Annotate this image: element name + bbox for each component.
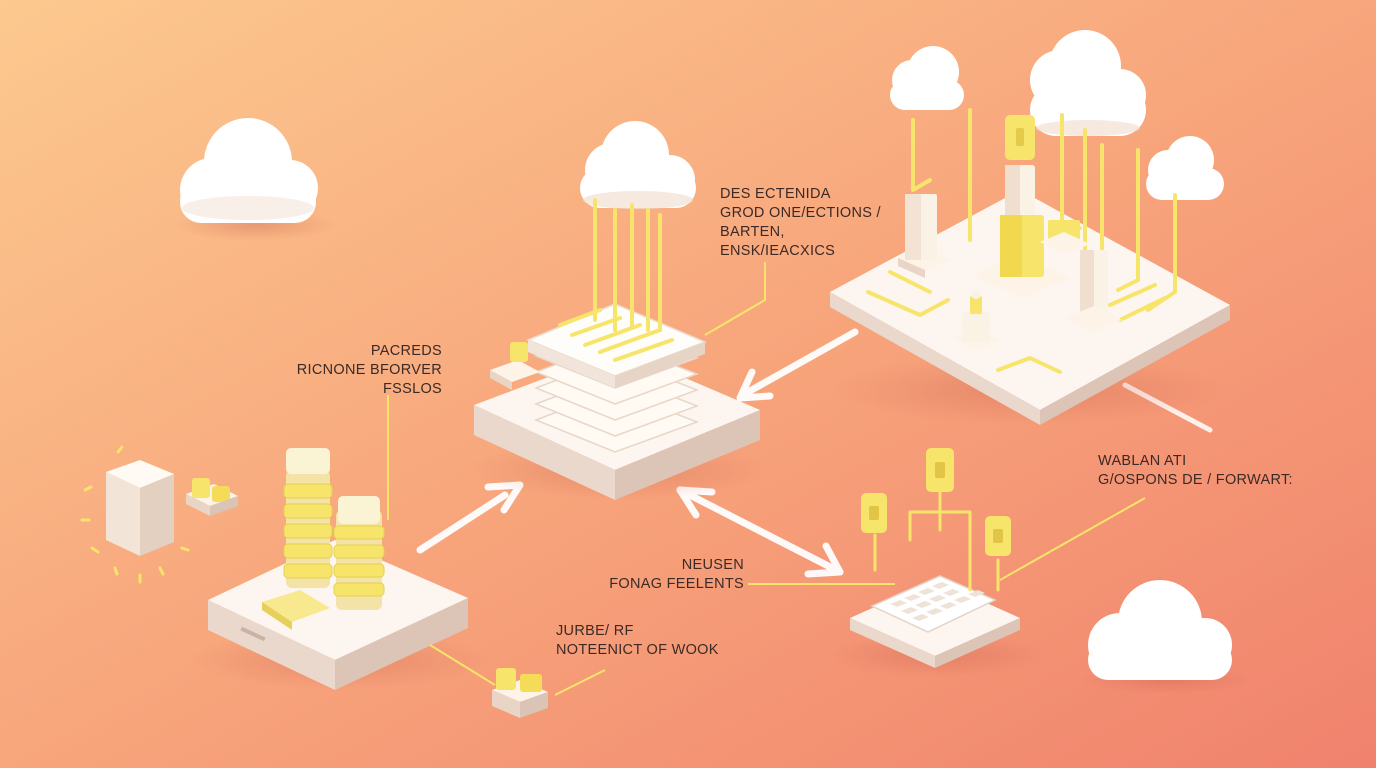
label-line: WABLAN ATI [1098,453,1187,469]
database-platform [190,540,490,690]
connector-node-icon [186,478,238,516]
keyboard-icon [870,575,997,633]
cloud-icon [890,46,964,110]
label-right-middle: WABLAN ATI G/OSPONS DE / FORWART: [1098,452,1293,490]
label-line: NEUSEN [681,557,744,573]
cloud-icon [175,118,335,241]
building-icon [1064,250,1122,332]
building-icon [1040,220,1090,254]
label-line: FSSLOS [382,380,442,397]
label-left-middle: PACREDS RICNONE BFORVER FSSLOS [270,342,442,399]
label-line: G/OSPONS DE / FORWART: [1098,471,1293,488]
building-icon [972,115,1070,298]
label-line: FONAG FEELENTS [609,575,744,592]
label-line: BARTEN, [720,223,785,240]
label-bottom-left: JURBE/ RF NOTEENICT OF WOOK [556,622,719,660]
connector-node-icon [985,516,1011,556]
cloud-icon [580,121,696,209]
database-tower-icon [333,496,385,610]
label-line: JURBE/ RF [556,623,634,639]
leader-lines [387,262,1146,696]
building-icon [898,194,952,278]
label-line: NOTEENICT OF WOOK [556,641,719,658]
connector-node-icon [861,493,887,533]
connector-node-icon [492,668,548,718]
label-center-bottom: NEUSEN FONAG FEELENTS [592,556,744,594]
cloud-icon [1146,136,1224,200]
label-top-center: DES ECTENIDA GROD ONE/ECTIONS / BARTEN, … [720,185,881,260]
connector-node-icon [490,342,540,390]
server-stack-icon [526,303,708,453]
connector-node-icon [926,448,954,492]
label-line: DES ECTENIDA [720,186,831,202]
arrow-icon [736,328,859,402]
power-plug-icon [80,445,190,584]
database-tower-icon [283,448,333,588]
building-icon [952,289,1000,350]
label-line: ENSK/IEACXICS [720,242,836,259]
circuit-lines [873,490,1000,592]
circuit-lines [558,198,674,362]
label-line: PACREDS [370,343,442,359]
label-line: RICNONE BFORVER [296,361,442,378]
cloud-icon [1080,580,1250,694]
label-line: GROD ONE/ECTIONS / [720,204,881,221]
connector-node-icon [262,590,330,630]
